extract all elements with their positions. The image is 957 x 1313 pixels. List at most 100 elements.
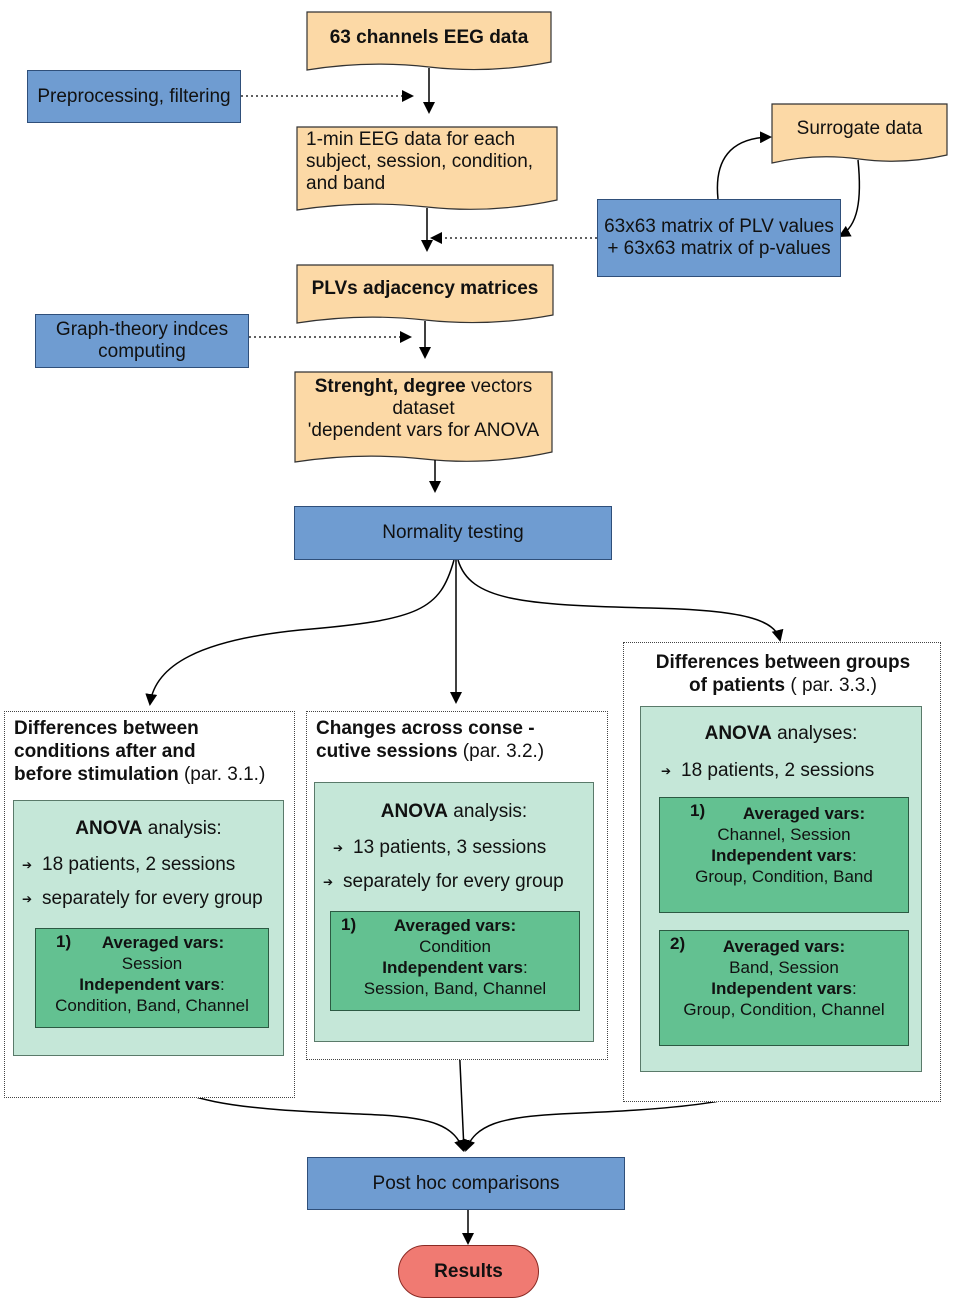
arrow-bullet-icon: ➔: [22, 858, 33, 872]
arrow-plv-to-surrogate: [716, 131, 772, 200]
bullet-conditions-2: ➔ separately for every group: [22, 888, 263, 910]
panel-groups-title-line-2: of patients: [689, 675, 786, 696]
sub-groups-1-number: 1): [690, 801, 706, 820]
anova-title-sessions: ANOVA analysis:: [315, 801, 593, 823]
graph-theory-line-1: Graph-theory indces: [55, 319, 229, 340]
plv-adjacency-node: PLVs adjacency matrices: [311, 278, 539, 299]
panel-sessions-ref: (par. 3.2.): [457, 741, 545, 762]
bullet-groups-1: ➔ 18 patients, 2 sessions: [661, 760, 874, 782]
panel-groups-ref: ( par. 3.3.): [785, 675, 877, 696]
sub-box-groups-1: 1) Averaged vars: Channel, Session Indep…: [659, 797, 909, 913]
plv-matrix-line-1: 63x63 matrix of PLV values: [604, 216, 834, 237]
panel-sessions-title-line-2: cutive sessions: [316, 741, 458, 762]
anova-bold-sessions: ANOVA: [380, 801, 448, 822]
sub-groups-1-averaged-label: Averaged vars:: [742, 804, 866, 823]
vectors-line-1: Strenght, degree vectors: [295, 376, 552, 398]
eeg-data-shape: [306, 11, 552, 71]
surrogate-shape: [771, 103, 948, 164]
sub-box-sessions-1: 1) Averaged vars: Condition Independent …: [330, 911, 580, 1011]
anova-rest-sessions: analysis:: [448, 801, 528, 822]
vectors-shape: [294, 371, 553, 463]
one-min-eeg-line-3: and band: [306, 173, 386, 194]
sub-groups-1-independent-label: Independent vars: [711, 846, 853, 865]
anova-rest-conditions: analysis:: [142, 818, 222, 839]
sub-groups-1-averaged: Channel, Session: [717, 825, 851, 844]
arrow-bullet-icon: ➔: [333, 841, 344, 855]
vectors-line-2: dataset: [392, 398, 455, 419]
vectors-node: Strenght, degree vectors dataset 'depend…: [295, 376, 552, 442]
panel-groups-title: Differences between groups of patients (…: [624, 651, 942, 697]
panel-sessions-title-line-1: Changes across conse -: [316, 718, 535, 739]
sub-conditions-1-averaged: Session: [121, 954, 183, 973]
one-min-eeg-shape: [296, 126, 558, 211]
anova-rest-groups: analyses:: [771, 723, 858, 744]
panel-groups-title-line-1: Differences between groups: [655, 652, 911, 673]
anova-box-sessions: ANOVA analysis: ➔ 13 patients, 3 sessions…: [314, 782, 594, 1042]
bullet-conditions-1-text: 18 patients, 2 sessions: [42, 854, 236, 876]
vectors-line-3: 'dependent vars for ANOVA: [307, 420, 540, 441]
sub-sessions-1-averaged: Condition: [419, 937, 491, 956]
arrow-bullet-icon: ➔: [661, 764, 672, 778]
eeg-data-node: 63 channels EEG data: [329, 27, 529, 48]
sub-conditions-1-independent: Condition, Band, Channel: [55, 996, 249, 1015]
plv-matrix-line-2: + 63x63 matrix of p-values: [607, 238, 831, 259]
panel-conditions-title-line-1: Differences between: [14, 718, 199, 739]
sub-groups-2-independent-label: Independent vars: [711, 979, 853, 998]
sub-sessions-1-number: 1): [341, 915, 357, 934]
arrow-bullet-icon: ➔: [22, 892, 33, 906]
results-node: Results: [398, 1245, 539, 1298]
bullet-sessions-2-text: separately for every group: [343, 871, 564, 893]
sub-conditions-1-independent-label: Independent vars: [79, 975, 221, 994]
bullet-conditions-2-text: separately for every group: [42, 888, 263, 910]
normality-node: Normality testing: [294, 506, 612, 560]
sub-conditions-1-averaged-label: Averaged vars:: [101, 933, 225, 952]
panel-conditions-title-line-3: before stimulation: [14, 764, 179, 785]
bullet-sessions-2: ➔ separately for every group: [323, 871, 564, 893]
anova-box-groups: ANOVA analyses: ➔ 18 patients, 2 sessions…: [640, 706, 922, 1072]
vectors-rest: vectors: [465, 376, 533, 397]
one-min-eeg-node: 1-min EEG data for each subject, session…: [306, 129, 556, 195]
sub-groups-2-averaged: Band, Session: [729, 958, 839, 977]
anova-box-conditions: ANOVA analysis: ➔ 18 patients, 2 sessions…: [13, 800, 284, 1056]
sub-sessions-1-averaged-label: Averaged vars:: [393, 916, 517, 935]
panel-sessions: Changes across conse - cutive sessions (…: [306, 711, 608, 1060]
anova-bold-conditions: ANOVA: [75, 818, 143, 839]
plv-adjacency-shape: [296, 264, 554, 324]
bullet-groups-1-text: 18 patients, 2 sessions: [681, 760, 875, 782]
post-hoc-node: Post hoc comparisons: [307, 1157, 625, 1210]
anova-title-groups: ANOVA analyses:: [641, 723, 921, 745]
sub-sessions-1-independent-label: Independent vars: [382, 958, 524, 977]
sub-groups-2-independent: Group, Condition, Channel: [683, 1000, 885, 1019]
surrogate-node: Surrogate data: [796, 118, 923, 139]
sub-groups-2-number: 2): [670, 934, 686, 953]
one-min-eeg-line-2: subject, session, condition,: [306, 151, 534, 172]
anova-title-conditions: ANOVA analysis:: [14, 818, 283, 840]
arrow-bullet-icon: ➔: [323, 875, 334, 889]
sub-conditions-1-number: 1): [56, 932, 72, 951]
graph-theory-node: Graph-theory indces computing: [35, 314, 249, 368]
graph-theory-line-2: computing: [98, 341, 186, 362]
panel-conditions-title-line-2: conditions after and: [14, 741, 196, 762]
sub-box-conditions-1: 1) Averaged vars: Session Independent va…: [35, 928, 269, 1028]
one-min-eeg-line-1: 1-min EEG data for each: [306, 129, 516, 150]
sub-box-groups-2: 2) Averaged vars: Band, Session Independ…: [659, 930, 909, 1046]
bullet-sessions-1-text: 13 patients, 3 sessions: [353, 837, 547, 859]
panel-conditions-title: Differences between conditions after and…: [14, 717, 294, 786]
vectors-bold: Strenght, degree: [314, 376, 466, 397]
bullet-sessions-1: ➔ 13 patients, 3 sessions: [333, 837, 546, 859]
arrow-to-panel-31: [145, 559, 455, 706]
arrow-surrogate-to-plv: [838, 159, 861, 237]
preprocessing-node: Preprocessing, filtering: [27, 70, 241, 123]
panel-conditions: Differences between conditions after and…: [4, 711, 295, 1098]
anova-bold-groups: ANOVA: [704, 723, 772, 744]
bullet-conditions-1: ➔ 18 patients, 2 sessions: [22, 854, 235, 876]
plv-matrix-node: 63x63 matrix of PLV values + 63x63 matri…: [597, 199, 841, 277]
panel-conditions-ref: (par. 3.1.): [178, 764, 266, 785]
sub-sessions-1-independent: Session, Band, Channel: [363, 979, 547, 998]
sub-groups-2-averaged-label: Averaged vars:: [722, 937, 846, 956]
panel-sessions-title: Changes across conse - cutive sessions (…: [316, 717, 606, 763]
arrow-to-panel-33: [457, 559, 784, 642]
sub-groups-1-independent: Group, Condition, Band: [695, 867, 873, 886]
panel-groups: Differences between groups of patients (…: [623, 642, 941, 1102]
